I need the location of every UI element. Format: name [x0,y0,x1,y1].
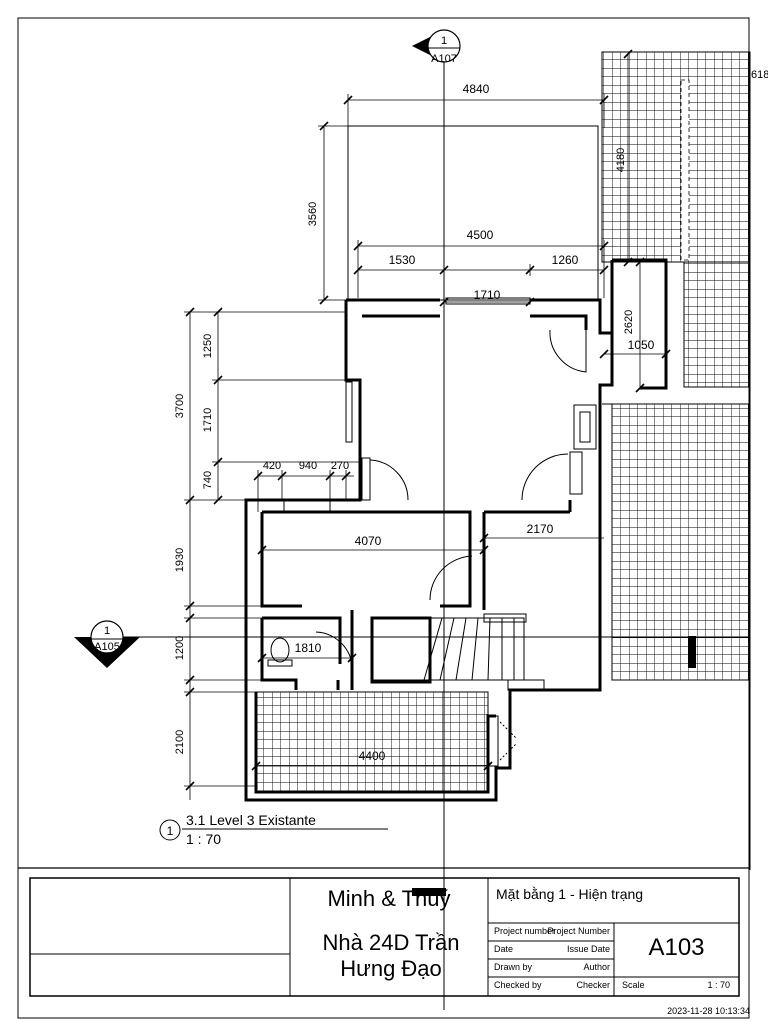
view-name: 3.1 Level 3 Existante [186,812,316,828]
client-name: Minh & Thuý [327,886,451,911]
print-timestamp: 2023-11-28 10:13:34 [667,1006,750,1016]
dim-1260: 1260 [552,253,579,267]
dim-2620: 2620 [623,310,635,334]
terrace-hatch-lower-right [611,403,751,681]
section-marker-top: 1 A107 [412,29,461,65]
project-name: Nhà 24D Trần Hưng Đạo [322,930,460,981]
project-number-label: Project number [494,926,556,936]
dim-420: 420 [263,460,281,472]
drawn-by-label: Drawn by [494,962,533,972]
drawn-by-value: Author [583,962,610,972]
wall-inner-top [362,314,588,330]
dim-1710-horizontal: 1710 [474,288,501,302]
checked-by-value: Checker [576,980,610,990]
section-left-number: 1 [104,625,110,637]
dim-940: 940 [299,460,317,472]
dim-3700: 3700 [174,394,186,418]
view-title: 1 3.1 Level 3 Existante 1 : 70 [159,812,388,847]
section-top-sheet: A107 [431,53,457,65]
section-marker-left: 1 A105 [74,620,140,668]
black-marker [688,636,696,668]
toilet-fixture [267,637,293,667]
scale-label: Scale [622,980,645,990]
upper-open-area-outline [347,125,599,301]
dim-270: 270 [331,460,349,472]
scale-value: 1 : 70 [707,980,730,990]
door-swing-upper-right [549,329,587,373]
dim-4500: 4500 [467,228,494,242]
date-label: Date [494,944,514,954]
balcony-hatch-bottom [255,691,489,793]
dim-4400: 4400 [359,749,386,763]
project-number-value: Project Number [547,926,610,936]
title-block-frame [18,867,749,997]
dim-1930: 1930 [174,548,186,572]
wall-wc [260,616,342,690]
dim-1530: 1530 [389,253,416,267]
dim-1200: 1200 [174,636,186,660]
door-swing-living [429,555,473,601]
sheet-number: A103 [648,934,705,961]
dim-1050: 1050 [628,338,655,352]
dim-1710-vertical: 1710 [202,408,214,432]
wall-main-outline [244,298,614,802]
dim-2100: 2100 [174,730,186,754]
door-swing-left [369,459,409,501]
section-left-sheet: A105 [94,641,120,653]
dim-4180: 4180 [615,148,627,172]
wall-right-block [610,258,668,390]
dim-1810: 1810 [295,641,322,655]
sheet-name: Mặt bằng 1 - Hiện trạng [496,886,644,902]
view-scale: 1 : 70 [186,831,221,847]
dim-740: 740 [202,471,214,489]
wall-living-room [260,510,472,608]
wall-stair [350,610,432,690]
dim-2170: 2170 [527,522,554,536]
checked-by-label: Checked by [494,980,542,990]
date-value: Issue Date [566,944,610,954]
dim-4840: 4840 [463,82,490,96]
terrace-hatch-right-strip [683,261,751,388]
dim-1250: 1250 [202,334,214,358]
door-swing-balcony [499,721,517,761]
view-number: 1 [167,824,174,838]
dim-618: 618 [751,69,768,81]
dashed-column-marker [680,79,690,261]
section-top-number: 1 [441,35,447,47]
door-swing-mid [521,453,569,501]
staircase [371,613,545,691]
redaction-bar [412,888,446,896]
wall-mid-right [482,500,572,610]
dim-3560: 3560 [307,202,319,226]
dim-4070: 4070 [355,534,382,548]
terrace-hatch-upper-right [601,51,751,263]
dimension-lines [184,49,671,800]
